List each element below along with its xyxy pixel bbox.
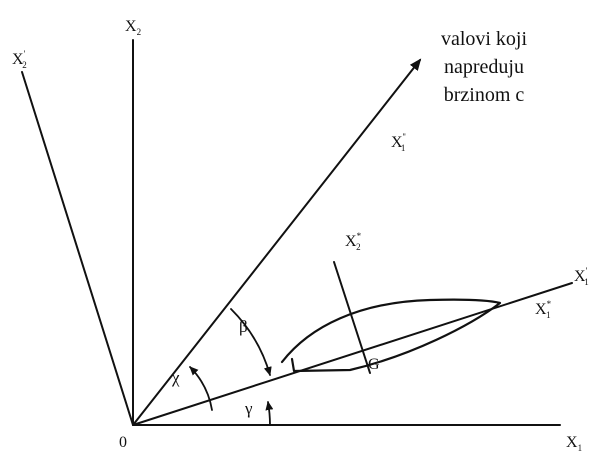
x1-double-prime-label: X''1: [391, 132, 406, 153]
caption-line-1: valovi koji: [441, 28, 528, 50]
x2-star-axis: [333, 261, 371, 374]
x1-star-label: X*1: [535, 299, 552, 320]
x2-label: X2: [125, 18, 141, 37]
beta-label: β: [239, 317, 248, 336]
chi-label: χ: [171, 368, 180, 387]
x1-prime-axis: [132, 282, 573, 426]
origin-label: 0: [119, 434, 127, 451]
x1-prime-label: X'1: [574, 266, 589, 287]
x2-prime-axis: [21, 71, 134, 426]
x1-label: X1: [566, 434, 582, 452]
caption-line-3: brzinom c: [444, 84, 525, 106]
body-outline: [280, 298, 502, 373]
x2-star-label: X*2: [345, 231, 362, 252]
beta-arc: [230, 308, 272, 376]
gamma-label: γ: [244, 399, 253, 418]
chi-arc: [189, 366, 213, 411]
x2-prime-label: X'2: [12, 49, 27, 70]
gamma-arc: [265, 401, 274, 426]
wave-direction-arrow: [132, 58, 422, 426]
caption-line-2: napreduju: [444, 56, 524, 78]
body-g-label: G: [368, 356, 380, 373]
